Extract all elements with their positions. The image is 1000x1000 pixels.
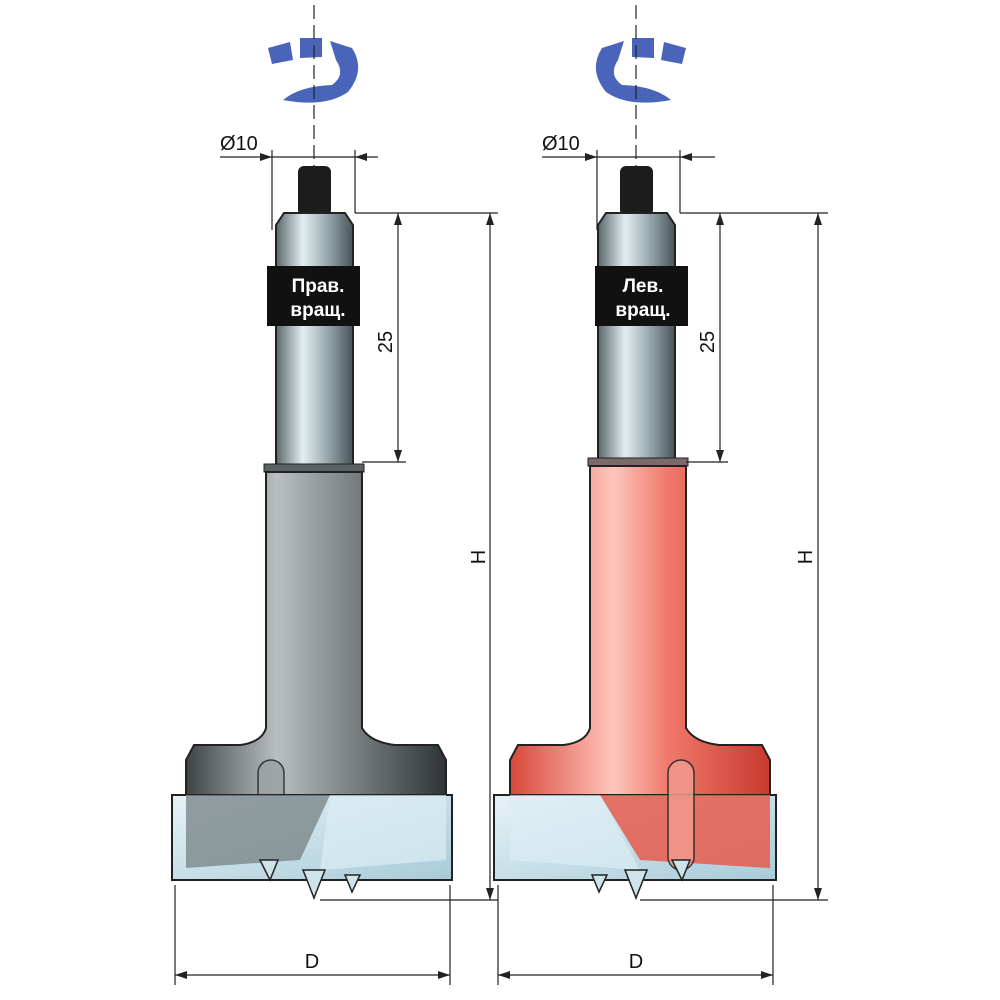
rotation-band: [267, 266, 360, 326]
thread-stub: [298, 166, 331, 216]
band-line1: Прав.: [292, 276, 345, 297]
drill-body: [185, 471, 447, 796]
height-label: H: [795, 550, 817, 564]
shank-length-label: 25: [375, 331, 397, 353]
rotation-band: [595, 266, 688, 326]
dimension-lines: [174, 150, 498, 985]
thread-stub: [620, 166, 653, 216]
drill-right-rotation: Прав. вращ. Ø10 25 H D: [171, 5, 498, 985]
shank-collar: [275, 212, 354, 471]
drill-left-rotation: Лев. вращ. Ø10 25 H D: [493, 5, 828, 985]
shank-diameter-label: Ø10: [220, 133, 258, 155]
shank-collar: [597, 212, 676, 471]
shank-diameter-label: Ø10: [542, 133, 580, 155]
height-label: H: [468, 550, 490, 564]
diameter-label: D: [305, 951, 319, 973]
band-line1: Лев.: [623, 276, 664, 297]
band-line2: вращ.: [615, 300, 670, 321]
diameter-label: D: [629, 951, 643, 973]
drill-body: [509, 465, 771, 796]
shank-length-label: 25: [697, 331, 719, 353]
clockwise-arrow-icon: [268, 38, 359, 103]
band-line2: вращ.: [290, 300, 345, 321]
counterclockwise-arrow-icon: [595, 38, 686, 103]
dimension-lines: [497, 150, 828, 985]
